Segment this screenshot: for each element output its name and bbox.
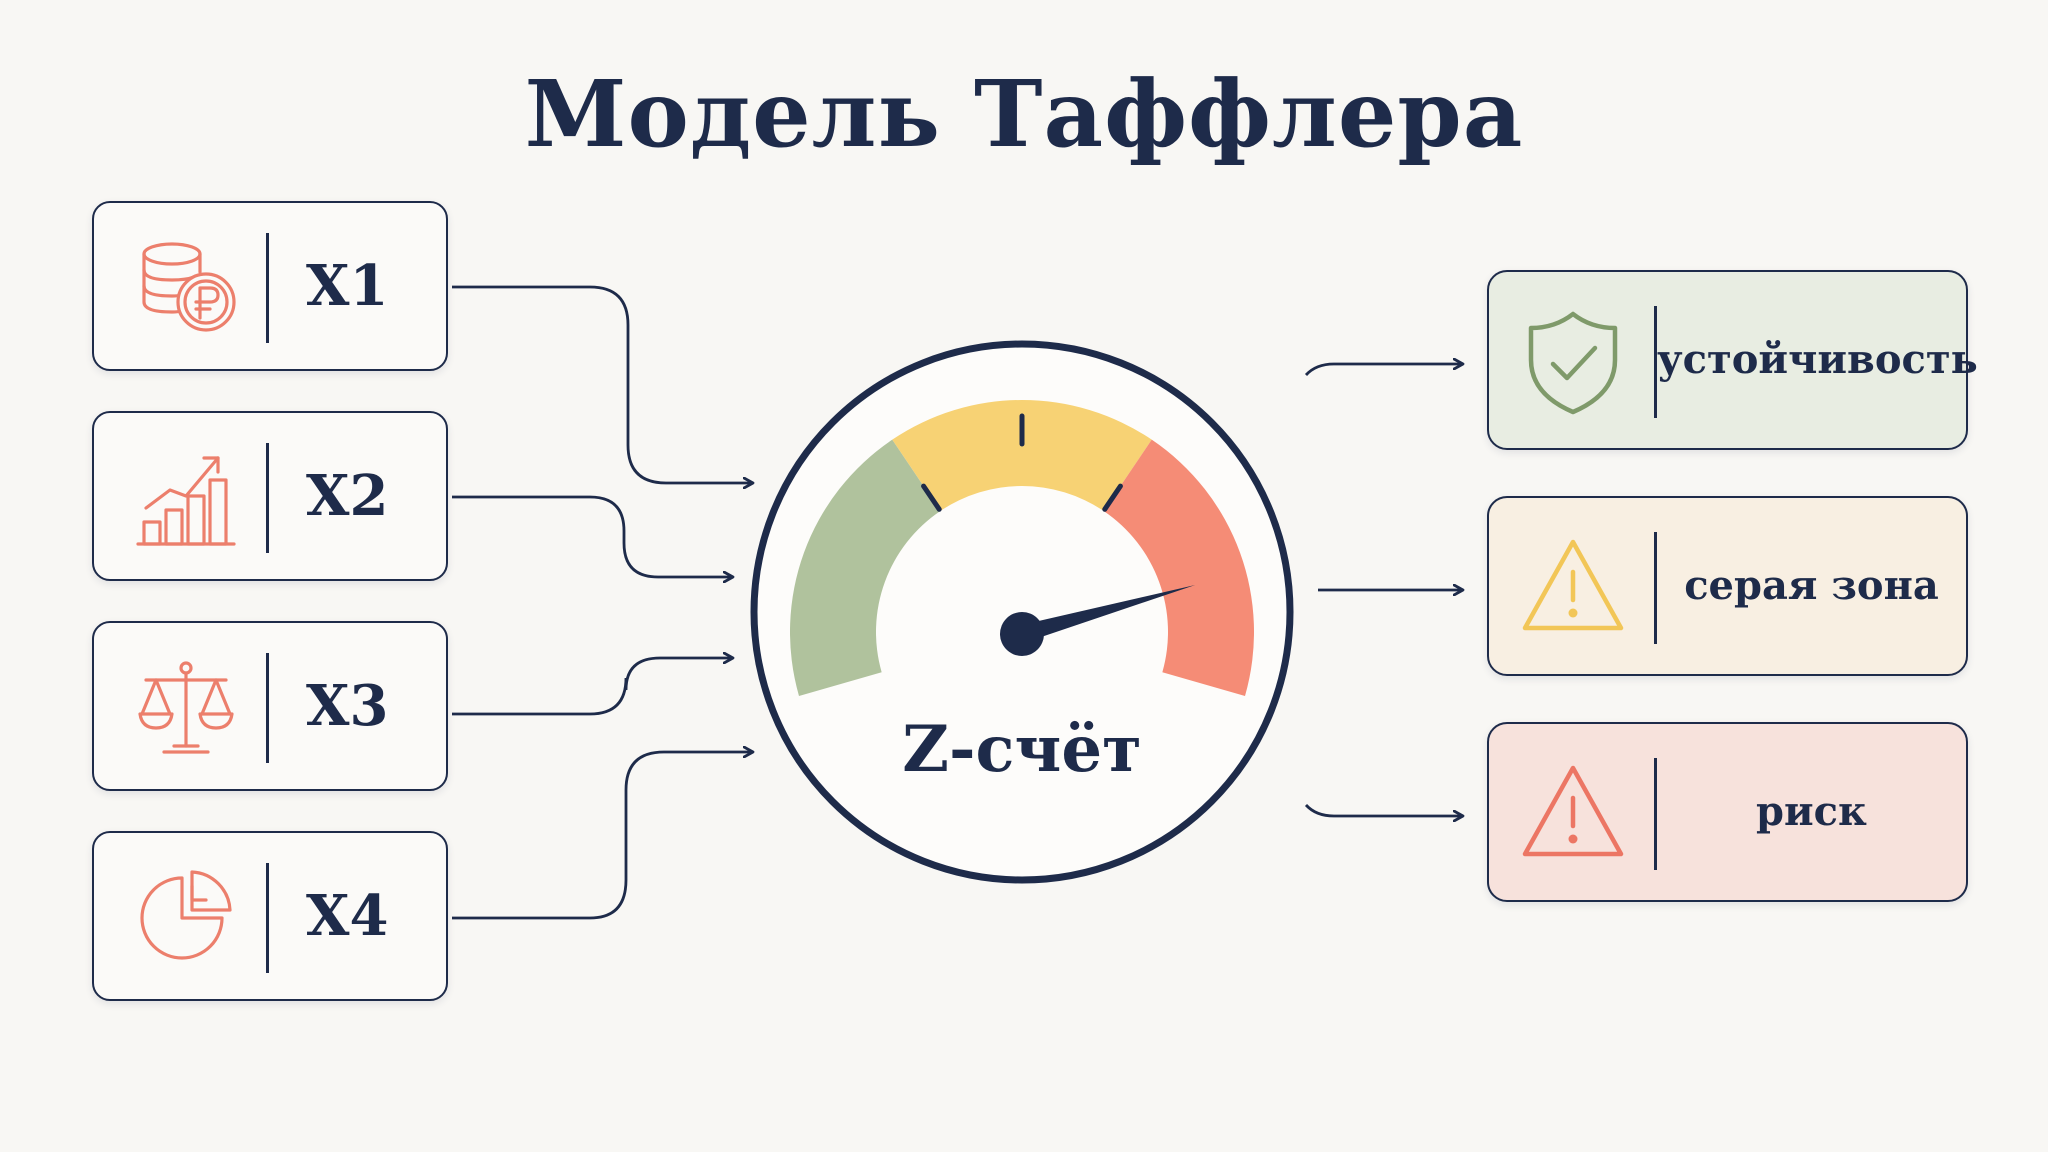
outcome-card-grey-zone: серая зона	[1487, 496, 1968, 676]
outcome-label-grey-zone: серая зона	[1684, 562, 1939, 609]
output-connectors	[1304, 364, 1462, 816]
input-connectors	[452, 285, 752, 920]
card-divider	[266, 443, 269, 553]
gauge-zone-grey	[892, 399, 1152, 511]
growth-bar-chart-icon	[136, 456, 236, 546]
input-card-x4: X4	[92, 831, 448, 1001]
connector-risk	[1304, 804, 1462, 816]
outcome-label-stability: устойчивость	[1657, 336, 1978, 383]
page-title: Модель Таффлера	[524, 60, 1524, 168]
card-divider	[266, 653, 269, 763]
card-divider	[1654, 306, 1657, 418]
shield-check-icon	[1528, 311, 1618, 415]
outcome-label-risk: риск	[1756, 788, 1867, 835]
z-score-gauge	[750, 340, 1294, 884]
connector-x3	[452, 658, 732, 716]
gauge-ticks	[921, 413, 1123, 512]
connector-x1	[452, 285, 752, 483]
outcome-card-stability: устойчивость	[1487, 270, 1978, 450]
card-divider	[1654, 758, 1657, 870]
gauge-tick	[1102, 483, 1123, 512]
gauge-needle	[1019, 584, 1196, 643]
card-divider	[266, 233, 269, 343]
input-card-x1: X1	[92, 201, 448, 371]
input-label-x2: X2	[306, 463, 389, 529]
connector-x4	[452, 752, 752, 920]
gauge-zone-risk	[1103, 439, 1254, 696]
connector-x2	[452, 495, 732, 577]
balance-scale-icon	[138, 661, 234, 754]
gauge-zone-stability	[790, 439, 941, 696]
gauge-hub	[1000, 612, 1044, 656]
gauge-tick	[921, 483, 942, 512]
pie-chart-icon	[140, 870, 232, 960]
warning-triangle-icon	[1522, 539, 1624, 631]
connector-stability	[1304, 364, 1462, 376]
input-label-x4: X4	[306, 883, 389, 949]
input-label-x3: X3	[306, 673, 389, 739]
card-divider	[266, 863, 269, 973]
z-score-label: Z-счёт	[902, 712, 1142, 787]
input-card-x2: X2	[92, 411, 448, 581]
warning-triangle-icon	[1522, 765, 1624, 857]
coins-ruble-icon	[142, 242, 236, 332]
card-divider	[1654, 532, 1657, 644]
outcome-card-risk: риск	[1487, 722, 1968, 902]
input-card-x3: X3	[92, 621, 448, 791]
input-label-x1: X1	[306, 253, 389, 319]
